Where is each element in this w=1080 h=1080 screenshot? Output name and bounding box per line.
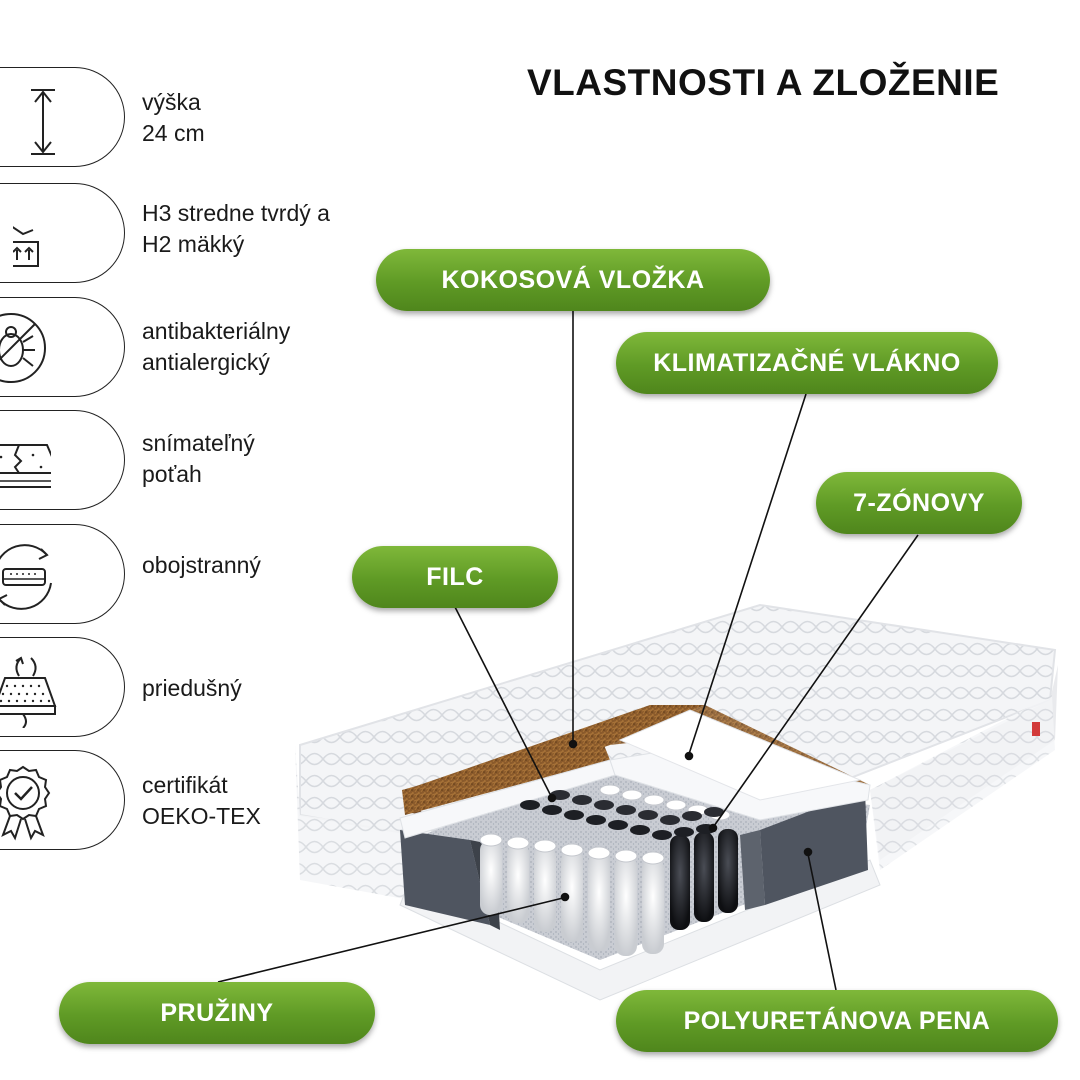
feature-height: [0, 67, 125, 167]
feature-firmness: [0, 183, 125, 283]
page-title: VLASTNOSTI A ZLOŽENIE: [527, 62, 1000, 103]
no-mite-icon: [0, 313, 46, 383]
feature-certificate: [0, 750, 125, 850]
label-seven-zones: 7-ZÓNOVY: [816, 472, 1022, 534]
feature-antibacterial-text: antibakteriálny antialergický: [142, 318, 291, 375]
flip-mattress-icon: [0, 544, 52, 610]
feature-double-sided: [0, 524, 125, 624]
label-coconut-layer: KOKOSOVÁ VLOŽKA: [376, 249, 770, 311]
feature-cover: [0, 410, 125, 510]
zipper-cover-icon: [0, 444, 51, 488]
label-springs: PRUŽINY: [59, 982, 375, 1044]
label-felt: FILC: [352, 546, 558, 608]
springs-black: [520, 790, 738, 930]
feature-breathable-text: priedušný: [142, 675, 242, 701]
certificate-badge-icon: [0, 765, 51, 841]
firmness-hand-icon: [13, 226, 39, 267]
breathable-icon: [0, 656, 57, 728]
label-pu-foam: POLYURETÁNOVA PENA: [616, 990, 1058, 1052]
feature-breathable: [0, 637, 125, 737]
label-climate-fiber: KLIMATIZAČNÉ VLÁKNO: [616, 332, 998, 394]
feature-certificate-text: certifikát OEKO-TEX: [142, 772, 261, 829]
feature-cover-text: snímateľný poťah: [142, 430, 255, 487]
feature-double-sided-text: obojstranný: [142, 552, 261, 578]
feature-height-text: výška 24 cm: [142, 89, 205, 146]
feature-antibacterial: [0, 297, 125, 397]
feature-firmness-text: H3 stredne tvrdý a H2 mäkký: [142, 200, 330, 257]
height-arrow-icon: [31, 89, 55, 155]
